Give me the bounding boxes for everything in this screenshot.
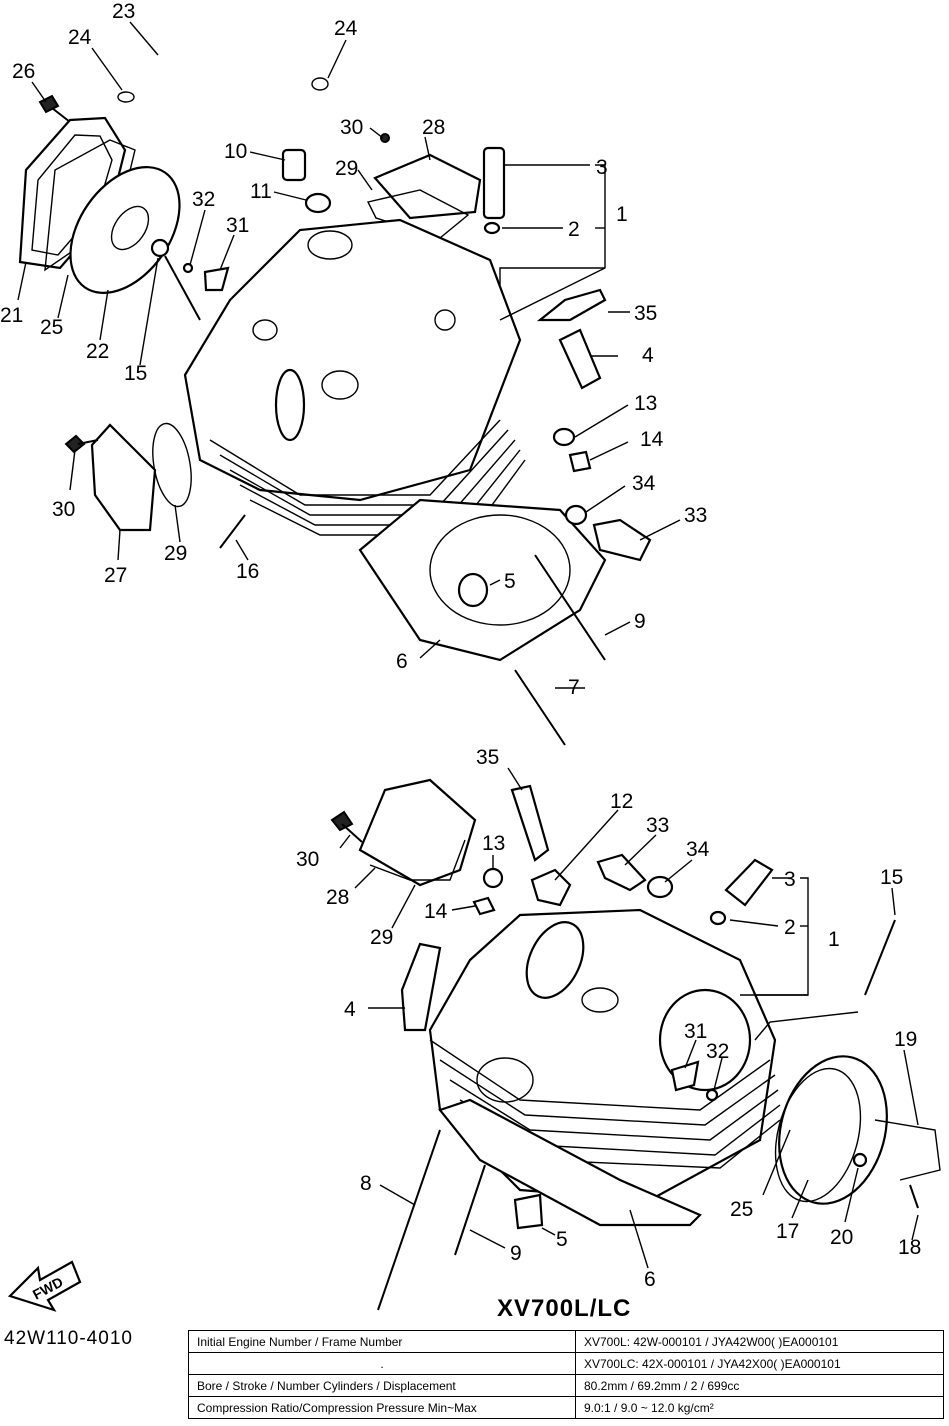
callout-35: 35 [634,302,657,325]
spec-table: Initial Engine Number / Frame Number XV7… [188,1330,944,1419]
drawing-code: 42W110-4010 [4,1328,133,1349]
lower-leader-lines [339,767,919,1269]
callout-numbers: 23 24 24 26 10 11 30 28 29 3 2 1 32 31 3… [0,0,921,1291]
callout-5: 5 [556,1228,568,1251]
lower-cylinder-head-assembly [7,778,941,1312]
callout-28: 28 [422,116,445,139]
callout-2: 2 [568,218,580,241]
callout-31: 31 [684,1020,707,1043]
callout-5: 5 [504,570,516,593]
callout-12: 12 [610,790,633,813]
spec-value: 9.0:1 / 9.0 ~ 12.0 kg/cm² [575,1396,944,1419]
callout-33: 33 [646,814,669,837]
spec-label: . [188,1352,576,1375]
callout-30: 30 [296,848,319,871]
callout-23: 23 [112,0,135,23]
callout-9: 9 [634,610,646,633]
callout-33: 33 [684,504,707,527]
table-row: Initial Engine Number / Frame Number XV7… [188,1330,944,1353]
callout-13: 13 [634,392,657,415]
table-row: . XV700LC: 42X-000101 / JYA42X00( )EA000… [188,1352,944,1375]
callout-32: 32 [192,188,215,211]
spec-label: Initial Engine Number / Frame Number [188,1330,576,1353]
spec-label: Compression Ratio/Compression Pressure M… [188,1396,576,1419]
callout-15: 15 [880,866,903,889]
callout-6: 6 [644,1268,656,1291]
callout-6: 6 [396,650,408,673]
callout-25: 25 [40,316,63,339]
callout-20: 20 [830,1226,853,1249]
upper-leader-lines [17,21,681,689]
callout-22: 22 [86,340,109,363]
callout-35: 35 [476,746,499,769]
callout-26: 26 [12,60,35,83]
callout-34: 34 [632,472,656,495]
callout-34: 34 [686,838,710,861]
spec-value: 80.2mm / 69.2mm / 2 / 699cc [575,1374,944,1397]
callout-4: 4 [344,998,356,1021]
callout-1: 1 [828,928,840,951]
callout-16: 16 [236,560,259,583]
spec-value: XV700LC: 42X-000101 / JYA42X00( )EA00010… [575,1352,944,1375]
callout-24: 24 [334,17,358,40]
callout-11: 11 [250,180,272,203]
callout-24: 24 [68,26,92,49]
spec-label: Bore / Stroke / Number Cylinders / Displ… [188,1374,576,1397]
callout-28: 28 [326,886,349,909]
callout-17: 17 [776,1220,799,1243]
callout-1: 1 [616,203,628,226]
callout-19: 19 [894,1028,917,1051]
callout-14: 14 [640,428,664,451]
table-row: Bore / Stroke / Number Cylinders / Displ… [188,1374,944,1397]
callout-21: 21 [0,304,23,327]
callout-3: 3 [596,156,608,179]
table-row: Compression Ratio/Compression Pressure M… [188,1396,944,1419]
callout-14: 14 [424,900,448,923]
callout-25: 25 [730,1198,753,1221]
callout-27: 27 [104,564,127,587]
callout-7: 7 [568,676,580,699]
callout-29: 29 [164,542,187,565]
callout-9: 9 [510,1242,522,1265]
callout-10: 10 [224,140,247,163]
callout-31: 31 [226,214,249,237]
callout-30: 30 [52,498,75,521]
callout-2: 2 [784,916,796,939]
callout-32: 32 [706,1040,729,1063]
callout-15: 15 [124,362,147,385]
callout-3: 3 [784,868,796,891]
model-label: XV700L/LC [497,1295,632,1322]
callout-29: 29 [335,157,358,180]
callout-13: 13 [482,832,505,855]
callout-30: 30 [340,116,363,139]
callout-8: 8 [360,1172,372,1195]
upper-cylinder-head-assembly [18,50,652,746]
callout-29: 29 [370,926,393,949]
spec-value: XV700L: 42W-000101 / JYA42W00( )EA000101 [575,1330,944,1353]
callout-4: 4 [642,344,654,367]
callout-18: 18 [898,1236,921,1259]
